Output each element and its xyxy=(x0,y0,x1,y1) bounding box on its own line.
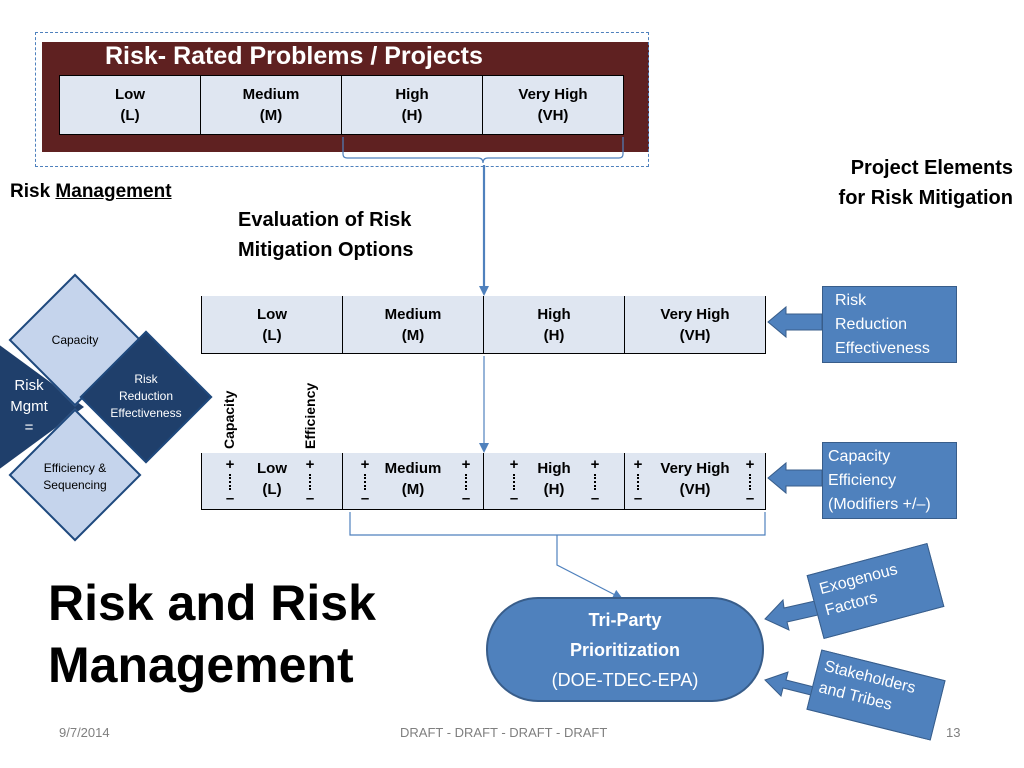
footer-date: 9/7/2014 xyxy=(59,725,110,740)
page-title: Risk and Risk Management xyxy=(48,575,376,693)
capacity-efficiency-box: Capacity Efficiency (Modifiers +/–) xyxy=(822,442,957,519)
modifier-range: +– xyxy=(225,456,235,507)
risk-reduction-arrow xyxy=(767,305,823,339)
diamond-bottom-label: Efficiency & Sequencing xyxy=(43,461,107,492)
modifier-range: +– xyxy=(360,456,370,507)
efficiency-vertical-label: Efficiency xyxy=(302,382,318,449)
modifier-cell-high: +– High(H) +– xyxy=(483,453,625,510)
risk-reduction-scale: Low(L) Medium(M) High(H) Very High(VH) xyxy=(201,296,766,354)
footer-page-number: 13 xyxy=(946,725,961,740)
modifier-range: +– xyxy=(633,456,643,507)
scale-cell-very-high: Very High(VH) xyxy=(624,296,766,354)
scale-cell-medium: Medium(M) xyxy=(342,296,484,354)
risk-rated-scale: Low(L) Medium(M) High(H) Very High(VH) xyxy=(59,75,624,135)
evaluation-label: Evaluation of Risk Mitigation Options xyxy=(238,209,414,261)
modifier-range: +– xyxy=(509,456,519,507)
modifier-scale: +– Low(L) +– +– Medium(M) +– +– High(H) … xyxy=(201,453,766,510)
project-elements-label: Project Elements for Risk Mitigation xyxy=(838,157,1013,209)
scale-cell-low: Low(L) xyxy=(59,75,201,135)
modifier-cell-low: +– Low(L) +– xyxy=(201,453,343,510)
capacity-vertical-label: Capacity xyxy=(221,390,237,449)
scale-cell-medium: Medium(M) xyxy=(200,75,342,135)
modifier-cell-very-high: +– Very High(VH) +– xyxy=(624,453,766,510)
exogenous-arrow xyxy=(764,598,819,631)
scale-cell-low: Low(L) xyxy=(201,296,343,354)
modifier-range: +– xyxy=(305,456,315,507)
modifier-range: +– xyxy=(590,456,600,507)
diamond-top-label: Capacity xyxy=(51,333,99,347)
modifier-range: +– xyxy=(745,456,755,507)
risk-reduction-box: Risk Reduction Effectiveness xyxy=(822,286,957,363)
arrow-to-tri-party xyxy=(556,535,623,599)
diamond-left-label: Risk Mgmt = xyxy=(10,377,48,436)
diamond-right-label: Risk Reduction Effectiveness xyxy=(110,372,182,420)
modifier-range: +– xyxy=(461,456,471,507)
risk-mgmt-diamond: Capacity Risk Reduction Effectiveness Ef… xyxy=(0,270,213,550)
modifier-cell-medium: +– Medium(M) +– xyxy=(342,453,484,510)
scale-cell-very-high: Very High(VH) xyxy=(482,75,624,135)
risk-rated-outline xyxy=(35,32,649,167)
risk-rated-title: Risk- Rated Problems / Projects xyxy=(105,42,483,70)
scale-cell-high: High(H) xyxy=(341,75,483,135)
capacity-efficiency-arrow xyxy=(767,461,823,495)
risk-management-label: Risk Management xyxy=(10,181,172,202)
tri-party-prioritization: Tri-Party Prioritization (DOE-TDEC-EPA) xyxy=(486,597,764,702)
bottom-bracket xyxy=(349,512,766,536)
scale-cell-high: High(H) xyxy=(483,296,625,354)
footer-draft: DRAFT - DRAFT - DRAFT - DRAFT xyxy=(400,725,608,740)
top-bracket xyxy=(342,137,624,164)
